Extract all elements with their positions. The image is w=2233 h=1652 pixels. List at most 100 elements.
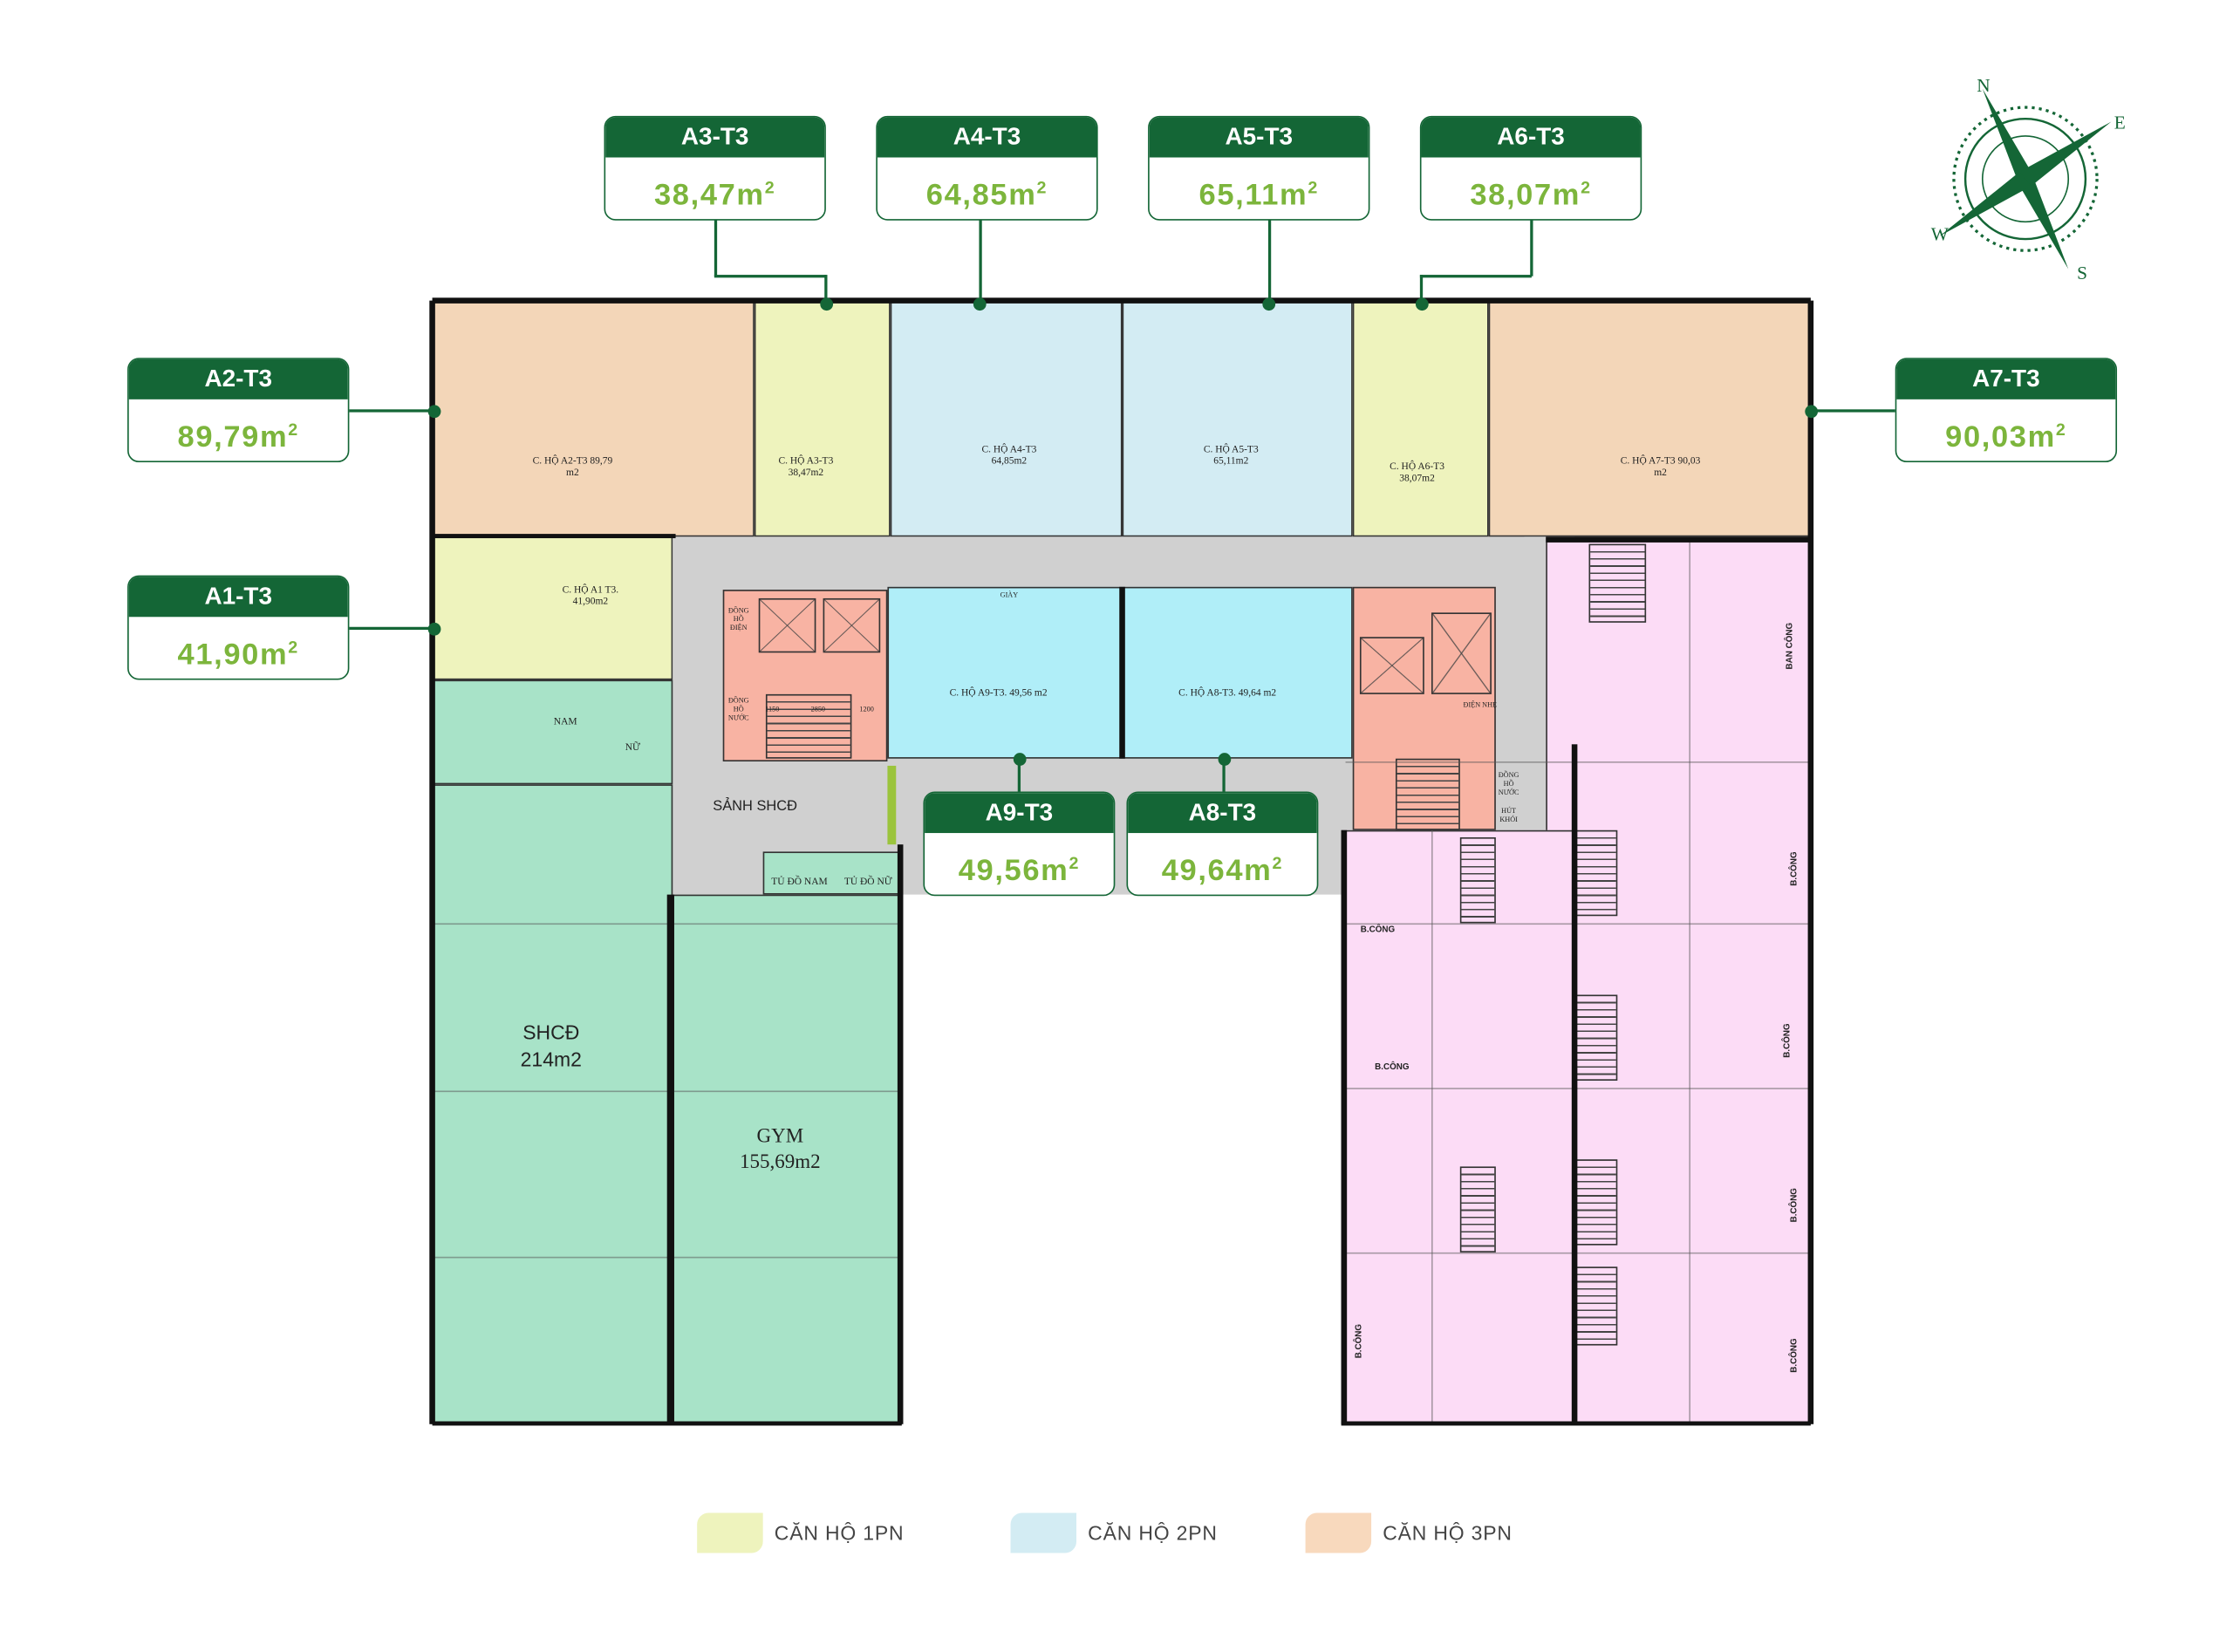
plan-label-a1: C. HỘ A1 T3. 41,90m2 bbox=[562, 584, 619, 607]
balcony-label: B.CÔNG bbox=[1783, 1023, 1793, 1058]
legend-swatch bbox=[697, 1512, 763, 1553]
unit-a3 bbox=[754, 300, 891, 537]
unit-tag-a5[interactable]: A5-T3 65,11m2 bbox=[1148, 115, 1370, 221]
gym-name: GYM bbox=[756, 1126, 804, 1149]
locker-female-label: TỦ ĐỒ NỮ bbox=[843, 876, 892, 888]
unit-area: 89,79m2 bbox=[177, 419, 299, 454]
unit-a9 bbox=[887, 586, 1123, 759]
plan-label-a6: C. HỘ A6-T3 38,07m2 bbox=[1390, 461, 1445, 484]
unit-a6 bbox=[1352, 300, 1489, 537]
unit-a8 bbox=[1122, 586, 1353, 759]
shcd-name: SHCĐ bbox=[522, 1021, 580, 1044]
unit-code: A7-T3 bbox=[1896, 358, 2116, 399]
shcd-area: 214m2 bbox=[520, 1048, 582, 1071]
unit-a1 bbox=[432, 536, 673, 680]
dim-label: 1200 bbox=[859, 707, 874, 714]
water-meter-label: ĐỒNG HỒ NƯỚC bbox=[727, 698, 749, 723]
unit-a4 bbox=[890, 300, 1123, 537]
unit-area: 38,07m2 bbox=[1470, 177, 1592, 212]
unit-a5 bbox=[1122, 300, 1353, 537]
unit-tag-a6[interactable]: A6-T3 38,07m2 bbox=[1419, 115, 1642, 221]
dim-label: 1150 bbox=[765, 707, 780, 714]
plan-label-a7: C. HỘ A7-T3 90,03 m2 bbox=[1620, 454, 1701, 479]
legend-swatch bbox=[1010, 1512, 1077, 1553]
legend-item-2pn: CĂN HỘ 2PN bbox=[1010, 1512, 1218, 1553]
water-meter-label-east: ĐỒNG HỒ NƯỚC bbox=[1498, 773, 1519, 798]
elevator bbox=[1359, 637, 1424, 694]
planter bbox=[887, 765, 897, 845]
wc-male-label: NAM bbox=[553, 715, 577, 727]
elevator bbox=[1431, 612, 1492, 694]
staircase bbox=[765, 693, 852, 759]
balcony-label: B.CÔNG bbox=[1360, 925, 1396, 935]
staircase bbox=[1574, 1266, 1618, 1346]
balcony-label: B.CÔNG bbox=[1790, 851, 1799, 886]
electric-meter-label: ĐỒNG HỒ ĐIỆN bbox=[727, 608, 749, 633]
wc-female-label: NỮ bbox=[625, 741, 640, 754]
unit-code: A3-T3 bbox=[605, 117, 825, 158]
compass-north: N bbox=[1977, 75, 1990, 96]
plan-label-a2: C. HỘ A2-T3 89,79 m2 bbox=[532, 454, 613, 479]
plan-label-a8: C. HỘ A8-T3. 49,64 m2 bbox=[1178, 686, 1277, 699]
unit-tag-a1[interactable]: A1-T3 41,90m2 bbox=[127, 575, 350, 680]
unit-a7 bbox=[1488, 300, 1811, 537]
staircase bbox=[1574, 829, 1618, 917]
unit-area: 38,47m2 bbox=[653, 177, 776, 212]
legend-item-1pn: CĂN HỘ 1PN bbox=[697, 1512, 904, 1553]
shoe-label: GIÀY bbox=[1000, 592, 1019, 600]
weak-current-label: ĐIỆN NHẸ bbox=[1463, 702, 1498, 710]
compass-west: W bbox=[1931, 224, 1950, 245]
legend-item-3pn: CĂN HỘ 3PN bbox=[1305, 1512, 1513, 1553]
shcd-hall bbox=[432, 784, 673, 1424]
locker-male-label: TỦ ĐỒ NAM bbox=[771, 876, 828, 888]
balcony-label: B.CÔNG bbox=[1790, 1338, 1799, 1373]
staircase bbox=[1459, 836, 1496, 924]
compass-south: S bbox=[2077, 263, 2087, 283]
unit-code: A8-T3 bbox=[1128, 793, 1317, 834]
unit-area: 90,03m2 bbox=[1945, 419, 2067, 454]
legend-swatch bbox=[1305, 1512, 1372, 1553]
elevator bbox=[758, 597, 816, 653]
unit-tag-a3[interactable]: A3-T3 38,47m2 bbox=[604, 115, 826, 221]
compass-icon: N E S W bbox=[1931, 75, 2126, 283]
gym-area: 155,69m2 bbox=[740, 1152, 821, 1174]
dim-label: 2850 bbox=[810, 707, 826, 714]
plan-label-a5: C. HỘ A5-T3 65,11m2 bbox=[1203, 443, 1259, 467]
balcony-label: B.CÔNG bbox=[1356, 1323, 1364, 1359]
restrooms bbox=[432, 679, 673, 785]
staircase bbox=[1588, 543, 1647, 623]
unit-tag-a7[interactable]: A7-T3 90,03m2 bbox=[1895, 358, 2118, 463]
balcony-label: BAN CÔNG bbox=[1786, 622, 1795, 670]
unit-area: 49,64m2 bbox=[1161, 853, 1284, 888]
south-wing bbox=[1341, 829, 1575, 1424]
staircase bbox=[1459, 1166, 1496, 1253]
lockers bbox=[762, 851, 902, 895]
unit-code: A5-T3 bbox=[1149, 117, 1369, 158]
unit-area: 64,85m2 bbox=[925, 177, 1048, 212]
plan-label-a3: C. HỘ A3-T3 38,47m2 bbox=[778, 454, 834, 479]
unit-area: 65,11m2 bbox=[1198, 177, 1319, 212]
staircase bbox=[1574, 1159, 1618, 1246]
gym bbox=[673, 894, 902, 1424]
unit-code: A6-T3 bbox=[1421, 117, 1641, 158]
plan-label-a9: C. HỘ A9-T3. 49,56 m2 bbox=[949, 686, 1048, 699]
balcony-label: B.CÔNG bbox=[1790, 1188, 1799, 1223]
compass-east: E bbox=[2114, 113, 2126, 133]
unit-code: A1-T3 bbox=[128, 577, 348, 618]
unit-code: A4-T3 bbox=[877, 117, 1097, 158]
plan-label-a4: C. HỘ A4-T3 64,85m2 bbox=[981, 443, 1037, 467]
smoke-label: HÚT KHÓI bbox=[1499, 809, 1518, 825]
lobby-label: SẢNH SHCĐ bbox=[713, 798, 797, 815]
unit-tag-a4[interactable]: A4-T3 64,85m2 bbox=[876, 115, 1098, 221]
unit-tag-a8[interactable]: A8-T3 49,64m2 bbox=[1126, 791, 1319, 897]
elevator bbox=[823, 597, 881, 653]
unit-code: A9-T3 bbox=[925, 793, 1114, 834]
balcony-label: B.CÔNG bbox=[1375, 1063, 1410, 1073]
staircase bbox=[1395, 758, 1460, 830]
unit-a2 bbox=[432, 300, 755, 537]
staircase bbox=[1574, 994, 1618, 1081]
unit-area: 41,90m2 bbox=[177, 637, 299, 672]
